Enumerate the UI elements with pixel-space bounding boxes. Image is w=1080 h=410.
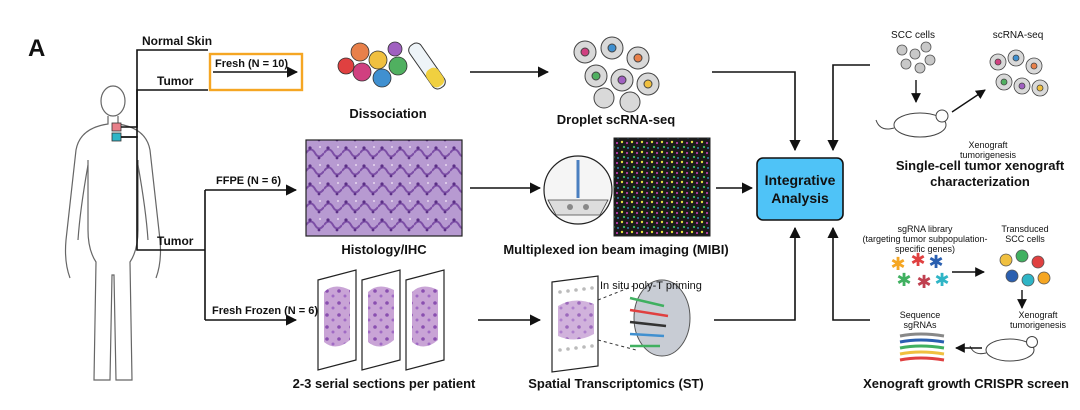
dissociation-label: Dissociation (349, 106, 426, 121)
analysis-line1: Integrative (765, 172, 836, 188)
serial-label: 2-3 serial sections per patient (293, 376, 476, 391)
analysis-line2: Analysis (771, 190, 829, 206)
seq-label-2: sgRNAs (903, 320, 937, 330)
serial-sections-icon (317, 269, 445, 371)
svg-text:✱: ✱ (916, 272, 931, 292)
scrna-droplets-icon (989, 49, 1049, 97)
dissociation-icon (337, 41, 446, 90)
fresh-box (208, 52, 304, 92)
svg-text:✱: ✱ (928, 252, 943, 272)
sgrna-lib-1: sgRNA library (897, 224, 953, 234)
fresh-label: Fresh (N = 10) (215, 58, 288, 70)
xeno-up-arrow (951, 89, 986, 113)
integrative-analysis-box (756, 157, 844, 221)
seq-label-1: Sequence (900, 310, 941, 320)
xenograft-title-1: Single-cell tumor xenograft (896, 158, 1065, 173)
droplet-icon (573, 36, 660, 113)
svg-text:✱: ✱ (896, 270, 911, 290)
droplet-arrow (712, 71, 801, 152)
crispr-mouse-icon (969, 336, 1038, 362)
histology-label: Histology/IHC (341, 242, 427, 257)
fresh-frozen-label: Fresh Frozen (N = 6) (212, 305, 318, 317)
mibi-image (613, 137, 711, 237)
tumor-top-label: Tumor (157, 74, 194, 88)
panel-label: A (28, 35, 45, 62)
scc-cells-icon (896, 41, 936, 74)
st-slide-icon (551, 275, 691, 373)
transduced-2: SCC cells (1005, 234, 1045, 244)
svg-text:✱: ✱ (934, 270, 949, 290)
mibi-beam-icon (543, 155, 613, 225)
crispr-xeno-1: Xenograft (1018, 310, 1058, 320)
sgrna-lib-2: (targeting tumor subpopulation- (862, 234, 987, 244)
xenograft-title-2: characterization (930, 174, 1030, 189)
normal-skin-label: Normal Skin (142, 34, 212, 48)
sgrna-lib-3: specific genes) (895, 244, 955, 254)
st-label: Spatial Transcriptomics (ST) (528, 376, 704, 391)
mibi-label: Multiplexed ion beam imaging (MIBI) (503, 242, 728, 257)
sgrna-library-icon: ✱ ✱ ✱ ✱ ✱ ✱ (890, 250, 949, 292)
histology-image (305, 139, 463, 237)
branch-lines (121, 49, 208, 320)
sgrna-reads-icon (899, 332, 945, 362)
svg-text:✱: ✱ (890, 254, 905, 274)
in-situ-label: In situ poly-T priming (600, 280, 702, 292)
ffpe-label: FFPE (N = 6) (216, 175, 281, 187)
svg-text:✱: ✱ (910, 250, 925, 270)
mouse-icon (875, 109, 949, 138)
tumor-mid-label: Tumor (157, 234, 194, 248)
crispr-feedback-arrow (827, 226, 870, 321)
normal-skin-marker (111, 122, 122, 132)
transduced-cells-icon (999, 249, 1051, 287)
crispr-xeno-2: tumorigenesis (1010, 320, 1067, 330)
xeno-label-1: Xenograft (968, 140, 1008, 150)
transduced-1: Transduced (1001, 224, 1048, 234)
st-arrow (714, 226, 801, 321)
scrna-label: scRNA-seq (993, 30, 1044, 41)
tumor-marker (111, 132, 122, 142)
scc-cells-label: SCC cells (891, 30, 935, 41)
xeno-label-2: tumorigenesis (960, 150, 1017, 160)
xenograft-feedback-arrow (827, 64, 870, 152)
droplet-label: Droplet scRNA-seq (557, 112, 676, 127)
crispr-title: Xenograft growth CRISPR screen (863, 376, 1069, 391)
